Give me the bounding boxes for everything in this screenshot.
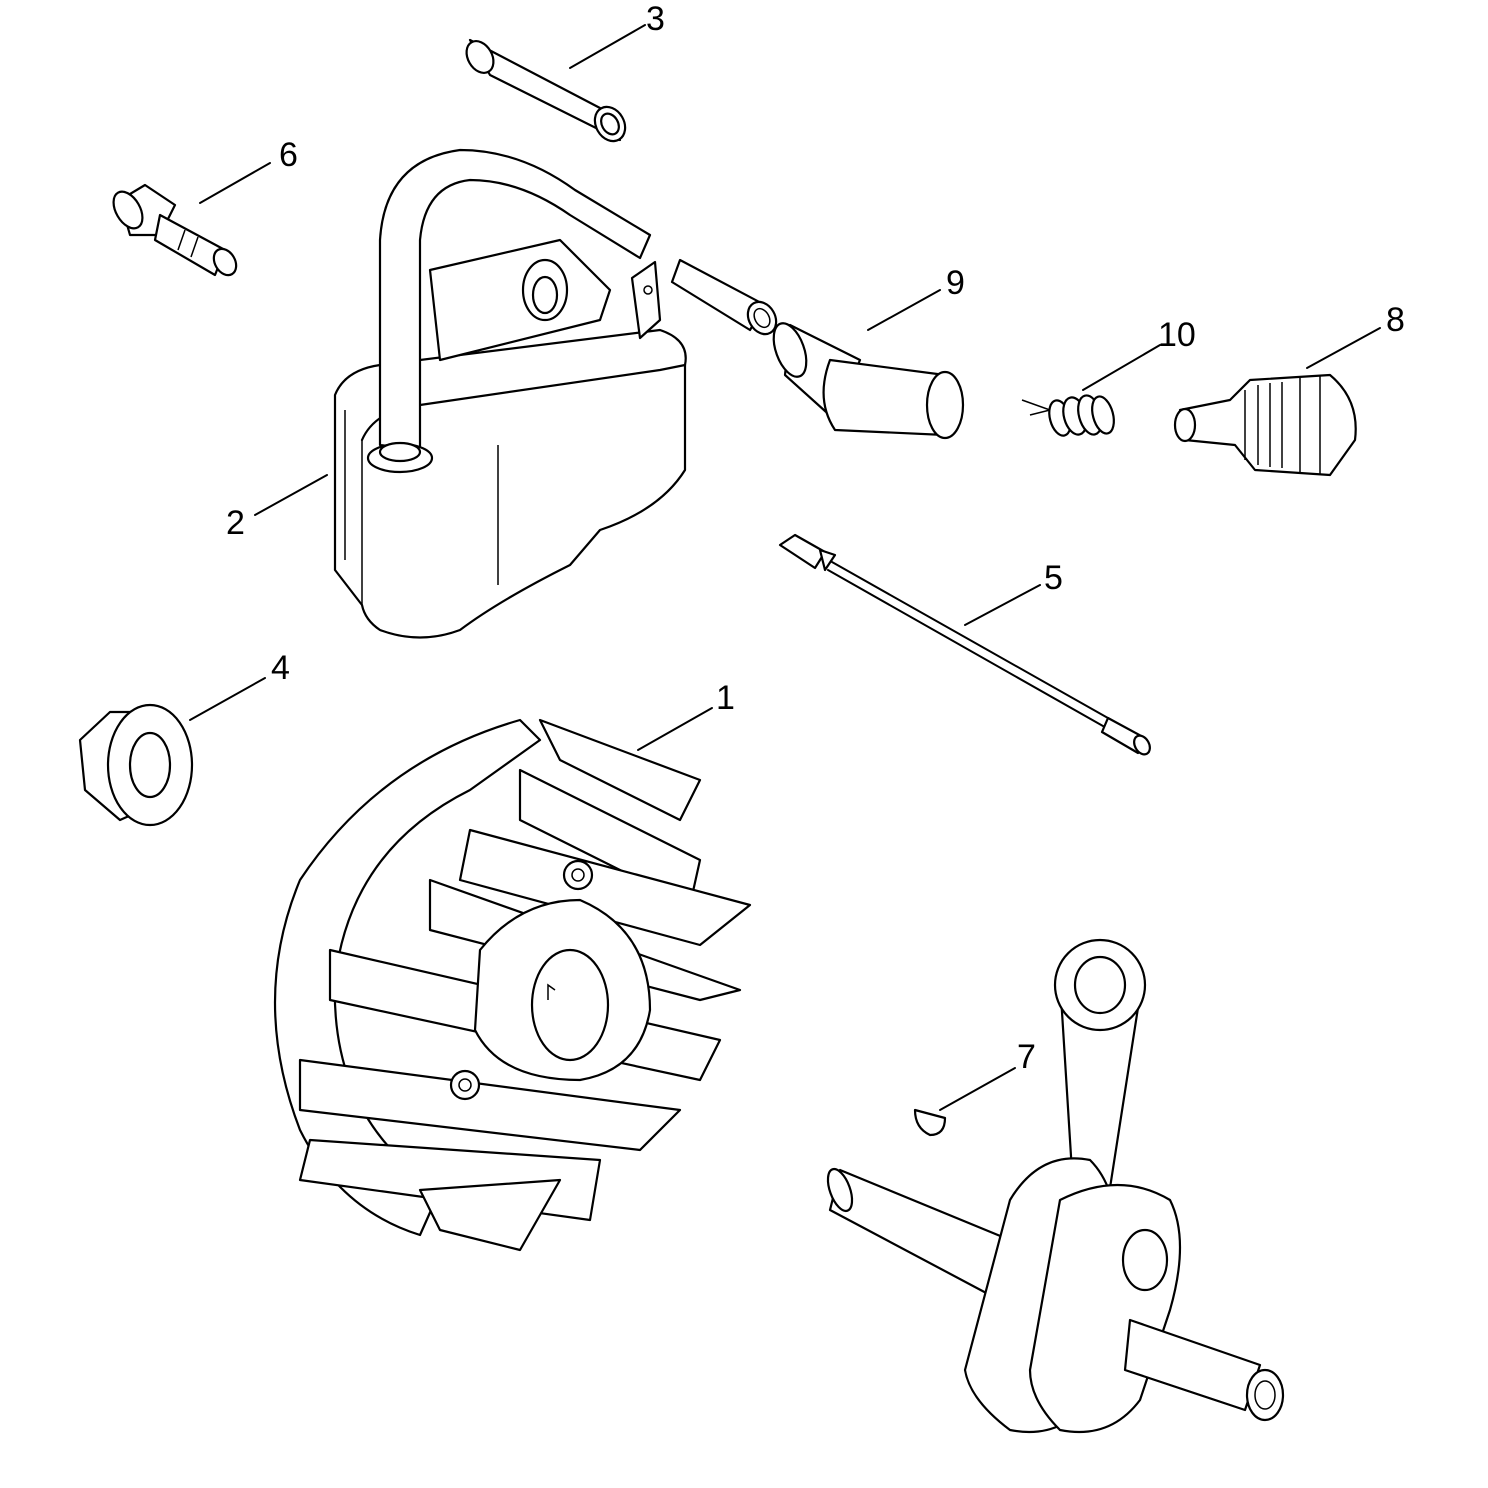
leader-3: [569, 24, 646, 69]
leader-5: [964, 584, 1041, 626]
part-ignition-coil: [333, 148, 687, 639]
callout-6: 6: [279, 136, 298, 174]
callout-2: 2: [226, 504, 245, 542]
leader-lines: [189, 24, 1381, 1111]
part-bolt: [112, 183, 238, 277]
leader-8: [1306, 327, 1381, 369]
callout-3: 3: [646, 0, 665, 38]
callout-7: 7: [1017, 1038, 1036, 1076]
part-plug-cap: [670, 258, 965, 440]
callout-4: 4: [271, 649, 290, 687]
part-wire: [778, 533, 1151, 756]
leader-2: [254, 474, 328, 516]
leader-7: [939, 1067, 1016, 1111]
part-flywheel: [273, 718, 752, 1252]
leader-10: [1082, 344, 1161, 391]
leader-1: [637, 707, 713, 751]
callout-8: 8: [1386, 301, 1405, 339]
callout-10: 10: [1158, 316, 1196, 354]
part-spark-plug: [1173, 373, 1357, 477]
leader-9: [867, 289, 941, 331]
leader-6: [199, 162, 271, 204]
part-tube: [465, 38, 627, 143]
part-crankshaft: [826, 938, 1285, 1434]
callout-1: 1: [716, 679, 735, 717]
leader-4: [189, 677, 266, 721]
callout-5: 5: [1044, 559, 1063, 597]
callout-9: 9: [946, 264, 965, 302]
part-key: [913, 1108, 947, 1137]
part-spring: [1021, 394, 1115, 437]
part-nut: [78, 703, 194, 827]
